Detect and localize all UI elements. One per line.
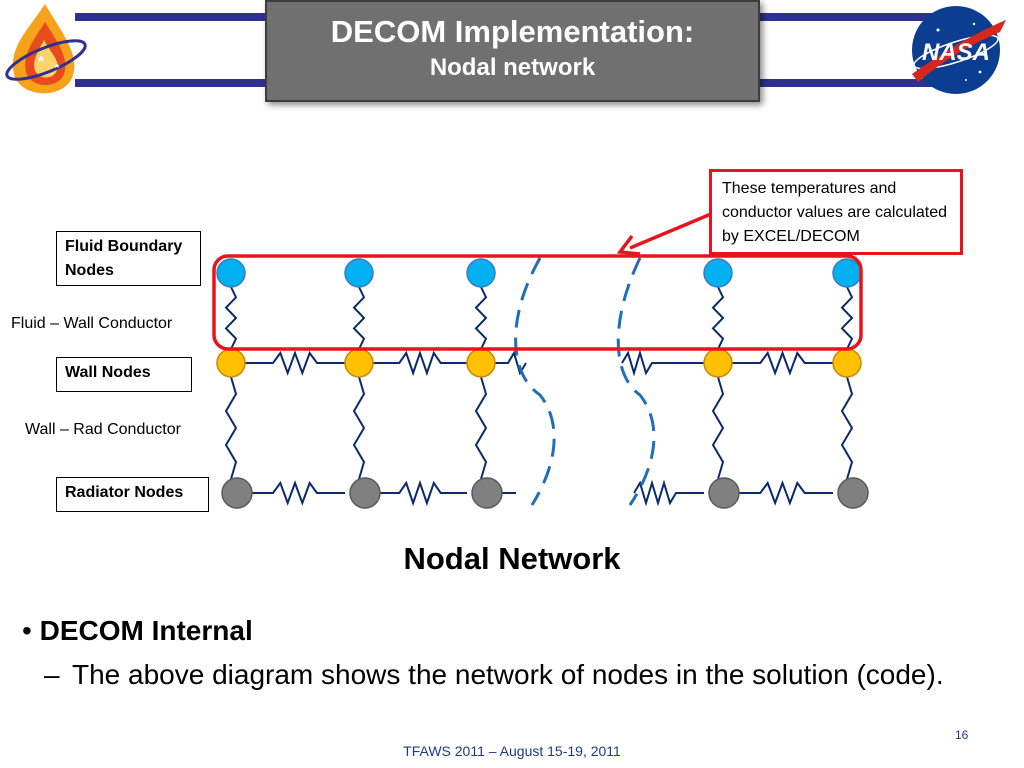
wall-wall-conductor [732,350,833,376]
wall-node [216,348,246,378]
fluid-boundary-nodes-label: Fluid Boundary Nodes [56,231,201,286]
sub-bullet-text: The above diagram shows the network of n… [72,659,944,690]
wall-conductor-stub [621,349,704,377]
network-break-lines [514,257,656,506]
fluid-boundary-node [832,258,862,288]
sub-bullet-item: –The above diagram shows the network of … [44,656,964,694]
radiator-node [708,477,740,509]
break-line-right [616,257,656,506]
wall-wall-conductor [373,349,467,377]
fluid-wall-conductor [352,286,366,350]
break-line-left [514,257,556,506]
slide-footer: TFAWS 2011 – August 15-19, 2011 [403,743,621,759]
slide-subtitle: Nodal network [429,54,596,81]
callout-arrow [616,212,712,256]
wall-node [344,348,374,378]
tfaws-logo [5,4,87,94]
fluid-boundary-highlight [212,254,863,351]
nasa-logo: NASA [912,6,1006,94]
rad-rad-conductor [373,479,467,507]
rad-conductor-stub [633,479,704,507]
radiator-node [349,477,381,509]
wall-rad-conductor [224,376,238,480]
page-number: 16 [955,728,969,742]
fluid-wall-conductor [474,286,488,350]
fluid-wall-conductor [224,286,238,350]
rad-rad-conductor [732,480,833,506]
fluid-wall-conductor [711,286,725,350]
wall-rad-conductor [352,376,366,480]
diagram-caption: Nodal Network [403,541,621,576]
wall-rad-conductor [840,376,854,480]
wall-rad-conductor [711,376,725,480]
bullet-heading: DECOM Internal [39,615,253,646]
wall-node [703,348,733,378]
wall-rad-conductor [474,376,488,480]
wall-node [832,348,862,378]
radiator-node [221,477,253,509]
slide-title-box: DECOM Implementation: Nodal network [265,0,760,102]
fluid-boundary-node [344,258,374,288]
rad-rad-conductor [245,480,345,506]
bullet-dot: • [22,615,40,646]
bullet-item: • DECOM Internal [22,615,253,647]
wall-wall-conductor [245,350,345,376]
wall-nodes-label: Wall Nodes [56,357,192,392]
fluid-boundary-node [216,258,246,288]
wall-node [466,348,496,378]
wall-rad-conductor-label: Wall – Rad Conductor [25,421,181,438]
nasa-logo-text: NASA [922,39,990,66]
conductor-group [224,286,854,507]
radiator-node [471,477,503,509]
fluid-wall-conductor [840,286,854,350]
callout-note: These temperatures and conductor values … [709,169,963,255]
slide-title: DECOM Implementation: [330,14,695,49]
sub-bullet-dash: – [44,659,60,690]
node-group [216,258,869,509]
radiator-node [837,477,869,509]
radiator-nodes-label: Radiator Nodes [56,477,209,512]
fluid-boundary-node [703,258,733,288]
fluid-boundary-node [466,258,496,288]
fluid-wall-conductor-label: Fluid – Wall Conductor [11,315,173,332]
